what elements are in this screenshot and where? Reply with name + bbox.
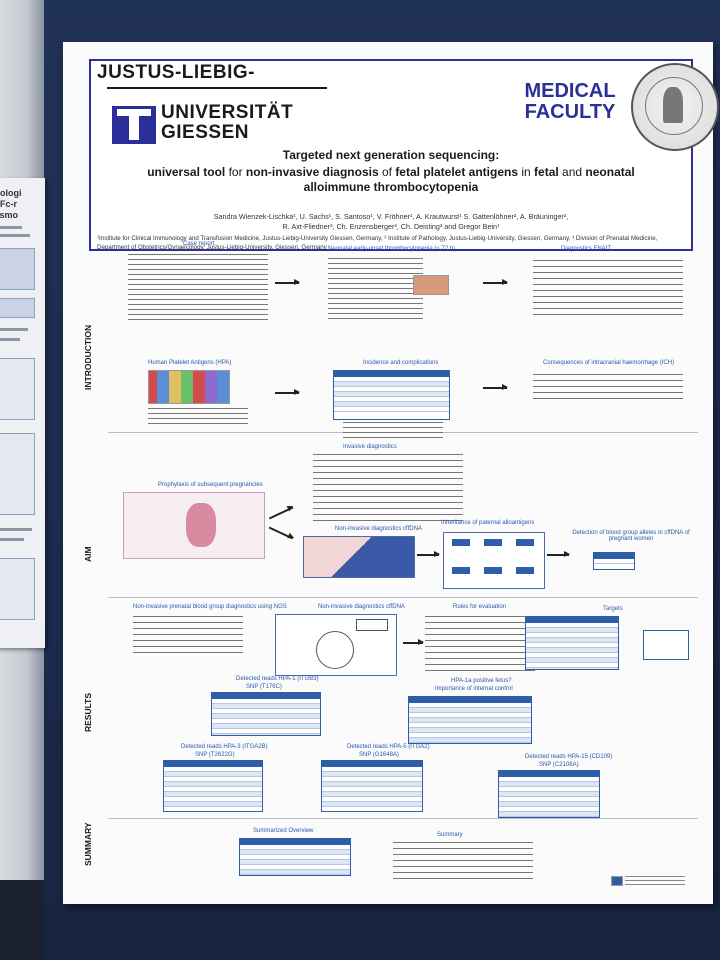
invasive-text bbox=[313, 454, 463, 524]
results-cffdna-title: Non-invasive diagnostics cffDNA bbox=[318, 604, 405, 610]
hpa5-title: Detected reads HPA-5 (ITGA2) bbox=[347, 744, 430, 750]
hpa1a-title: HPA-1a positive fetus? bbox=[451, 678, 512, 684]
incidence-table bbox=[333, 370, 450, 420]
university-name-line2: UNIVERSITÄT bbox=[161, 102, 294, 123]
diagnostics-text bbox=[533, 260, 683, 320]
hpa1a-subtitle: Importance of internal control bbox=[435, 686, 513, 692]
hpa-text bbox=[148, 408, 248, 426]
sponsor-logo bbox=[611, 876, 623, 886]
neonate-photo bbox=[413, 275, 449, 295]
nipd-ngs-text bbox=[133, 616, 243, 656]
case-report-text bbox=[128, 254, 268, 324]
detection-title: Detection of blood group alleles in cffD… bbox=[572, 530, 690, 542]
inheritance-title: Inheritance of paternal alloantigens bbox=[441, 520, 535, 526]
hpa5-table bbox=[321, 760, 423, 812]
consequences-text bbox=[533, 374, 683, 404]
ngs-workflow-diagram bbox=[275, 614, 397, 676]
faculty-line1: MEDICAL bbox=[524, 80, 616, 102]
section-label-results: RESULTS bbox=[83, 692, 93, 732]
prophylaxis-title: Prophylaxis of subsequent pregnancies bbox=[158, 482, 263, 488]
hpa3-title: Detected reads HPA-3 (ITGA2B) bbox=[181, 744, 268, 750]
arrow-3 bbox=[275, 389, 300, 395]
hpa15-subtitle: SNP (C2108A) bbox=[539, 762, 579, 768]
hpa1-subtitle: SNP (T176C) bbox=[246, 684, 282, 690]
hpa1-table bbox=[211, 692, 321, 736]
nipd-ngs-title: Non-invasive prenatal blood group diagno… bbox=[133, 604, 287, 610]
neighbor-poster: biologi g Fc-r lasmo bbox=[0, 178, 45, 648]
section-label-introduction: INTRODUCTION bbox=[83, 324, 93, 390]
inheritance-diagram bbox=[443, 532, 545, 589]
poster-title-line3: alloimmune thrombocytopenia bbox=[303, 180, 479, 194]
hpa3-subtitle: SNP (T2622G) bbox=[195, 752, 235, 758]
hpa15-table bbox=[498, 770, 600, 818]
arrow-5 bbox=[268, 506, 294, 519]
summary-title: Summary bbox=[437, 832, 463, 838]
diagnostics-fnait-title: Diagnostics FNAIT bbox=[561, 246, 612, 252]
divider-results-summary bbox=[108, 818, 698, 819]
summary-text bbox=[393, 842, 533, 884]
hpa1-title: Detected reads HPA-1 (ITGB3) bbox=[236, 676, 319, 682]
sponsor-text bbox=[625, 876, 685, 886]
targets-table bbox=[525, 616, 619, 670]
invasive-title: Invasive diagnostics bbox=[343, 444, 397, 450]
hpa-title: Human Platelet Antigens (HPA) bbox=[148, 360, 232, 366]
arrow-7 bbox=[417, 551, 440, 557]
arrow-9 bbox=[403, 639, 424, 645]
university-name-line1: JUSTUS-LIEBIG- bbox=[97, 62, 255, 83]
incidence-title: Incidence and complications bbox=[363, 360, 439, 366]
faculty-name: MEDICAL FACULTY bbox=[504, 81, 636, 123]
hpa1a-table bbox=[408, 696, 532, 744]
arrow-6 bbox=[268, 526, 294, 539]
university-divider bbox=[107, 87, 327, 89]
section-label-summary: SUMMARY bbox=[83, 822, 93, 866]
noninvasive-cffdna-title: Non-invasive diagnostics cffDNA bbox=[335, 526, 422, 532]
hpa5-subtitle: SNP (G1648A) bbox=[359, 752, 399, 758]
main-poster: JUSTUS-LIEBIG- UNIVERSITÄT GIESSEN MEDIC… bbox=[63, 42, 719, 904]
incidence-text bbox=[343, 422, 443, 440]
divider-aim-results bbox=[108, 597, 698, 598]
neighbor-poster-title: biologi g Fc-r lasmo bbox=[0, 188, 22, 220]
detection-table bbox=[593, 552, 635, 570]
poster-title-line2: universal tool for non-invasive diagnosi… bbox=[147, 165, 635, 194]
targets-legend bbox=[643, 630, 689, 660]
university-logo bbox=[112, 106, 156, 144]
university-seal-icon bbox=[631, 63, 719, 151]
neonatal-title: Neonatal early-onset thrombocytopenia (≤… bbox=[328, 246, 456, 252]
arrow-4 bbox=[483, 384, 508, 390]
arrow-1 bbox=[275, 279, 300, 285]
poster-affiliations: ¹Institute for Clinical Immunology and T… bbox=[97, 235, 658, 251]
rules-text bbox=[425, 616, 535, 676]
hpa15-title: Detected reads HPA-15 (CD109) bbox=[525, 754, 613, 760]
hpa-illustration bbox=[148, 370, 230, 404]
prophylaxis-illustration bbox=[123, 492, 265, 559]
poster-header: JUSTUS-LIEBIG- UNIVERSITÄT GIESSEN MEDIC… bbox=[89, 59, 719, 251]
case-report-title: Case report bbox=[183, 241, 215, 247]
arrow-2 bbox=[483, 279, 508, 285]
floor bbox=[0, 880, 44, 960]
rules-title: Rules for evaluation bbox=[453, 604, 507, 610]
targets-title: Targets bbox=[603, 606, 623, 612]
arrow-8 bbox=[547, 551, 570, 557]
neonatal-text bbox=[328, 258, 423, 320]
section-label-aim: AIM bbox=[83, 546, 93, 562]
summary-table bbox=[239, 838, 351, 876]
consequences-title: Consequences of intracranial haemorrhage… bbox=[543, 360, 675, 366]
cffdna-diagram bbox=[303, 536, 415, 578]
poster-title-line1: Targeted next generation sequencing: bbox=[282, 148, 500, 162]
faculty-line2: FACULTY bbox=[524, 101, 616, 123]
hpa3-table bbox=[163, 760, 263, 812]
summary-overview-title: Summarized Overview bbox=[253, 828, 314, 834]
university-name-line3: GIESSEN bbox=[161, 122, 249, 143]
poster-authors: Sandra Wienzek-Lischka¹, U. Sachs¹, S. S… bbox=[213, 212, 569, 231]
